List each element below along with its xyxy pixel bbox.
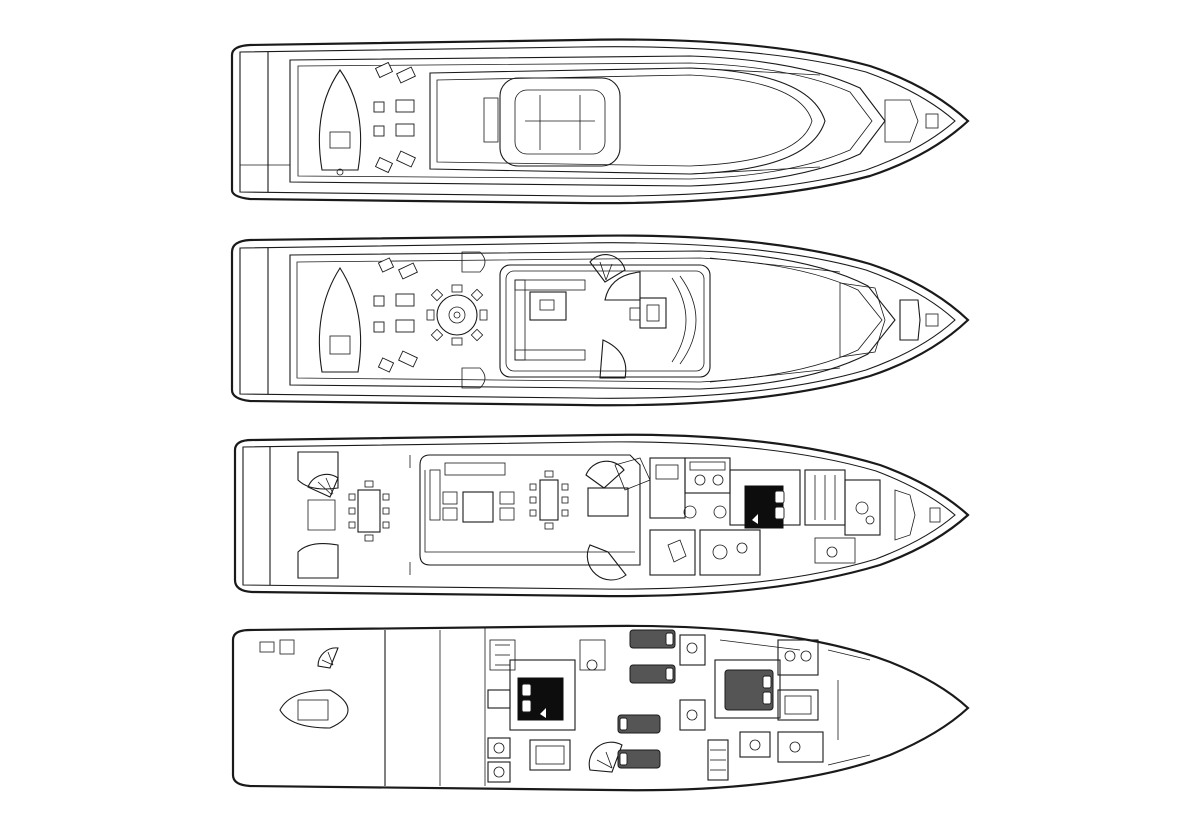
spiral-stair-icon: [317, 647, 339, 669]
main-salon-outline: [419, 454, 641, 566]
sun-lounger-icons: [373, 257, 418, 373]
lower-deck-plan: [231, 624, 970, 792]
spiral-stair-icon: [588, 741, 623, 773]
salon-sofa-icons: [429, 462, 515, 523]
tender-boat-icon: [318, 266, 362, 373]
forward-vip-bed-icon: [724, 669, 774, 711]
spiral-stair-icon: [307, 473, 339, 498]
skylounge-outline: [499, 264, 711, 378]
guest-twin-cabin-beds: [617, 629, 676, 769]
main-deck-plan: [233, 433, 970, 598]
helm-station-icon: [629, 275, 697, 365]
round-dining-table-icon: [426, 284, 488, 346]
aft-dining-table-icon: [348, 480, 390, 542]
sun-lounger-icons: [373, 61, 416, 174]
bridge-deck-plan: [230, 234, 970, 407]
tender-boat-icon: [279, 689, 349, 729]
salon-dining-table-icon: [529, 470, 569, 530]
tender-boat-icon: [318, 69, 362, 171]
spiral-stair-icon: [589, 254, 626, 283]
spiral-stair-icon: [585, 460, 625, 489]
sun-deck-plan: [230, 38, 970, 205]
